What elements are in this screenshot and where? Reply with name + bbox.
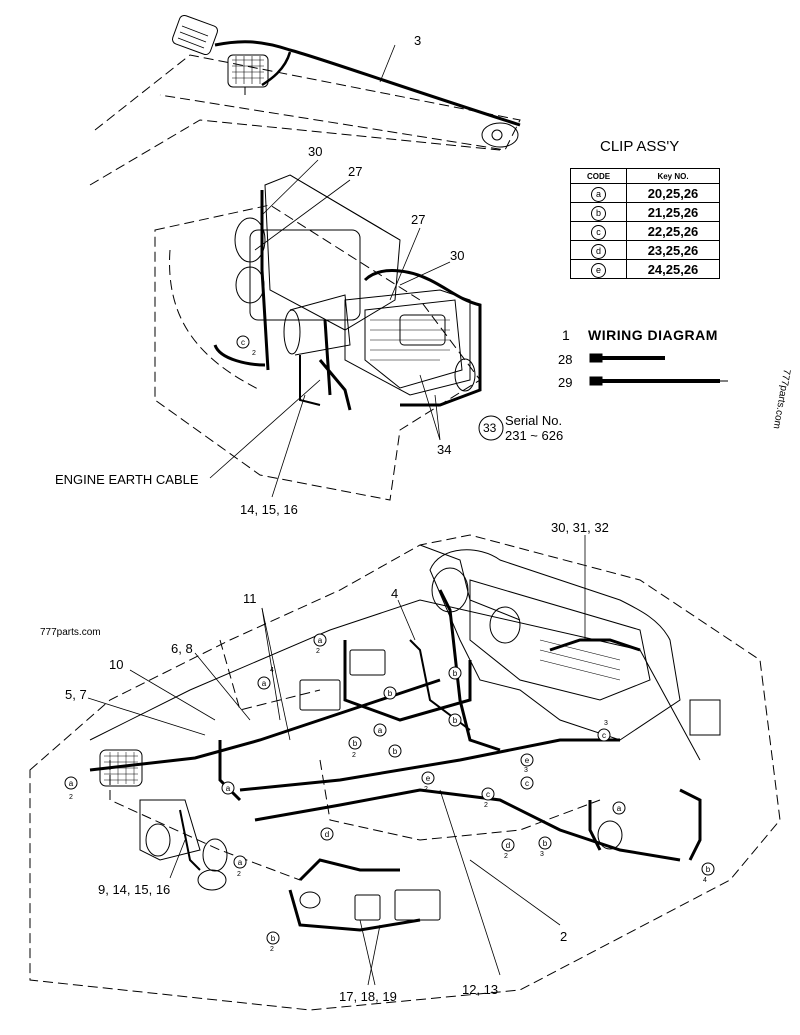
svg-text:2: 2 — [424, 786, 428, 793]
clip-table-row: b 21,25,26 — [570, 202, 720, 222]
svg-text:3: 3 — [604, 720, 608, 727]
svg-text:3: 3 — [524, 767, 528, 774]
part-label-3: 3 — [414, 33, 422, 48]
svg-text:2: 2 — [237, 871, 241, 878]
svg-text:a: a — [262, 679, 267, 688]
part-label-34: 34 — [437, 442, 452, 457]
svg-text:b: b — [453, 669, 458, 678]
clip-key-e: 24,25,26 — [626, 259, 720, 279]
svg-text:a: a — [617, 804, 622, 813]
clip-callouts — [64, 335, 715, 945]
svg-text:d: d — [506, 841, 510, 850]
part-label-28: 28 — [558, 352, 573, 367]
part-label-10: 10 — [109, 657, 124, 672]
serial-range: 231 ~ 626 — [505, 428, 564, 443]
starter-motor — [344, 289, 476, 396]
svg-text:b: b — [271, 934, 276, 943]
svg-text:a: a — [378, 726, 383, 735]
part-label-14-15-16: 14, 15, 16 — [240, 502, 298, 517]
part-label-6-8: 6, 8 — [171, 641, 193, 656]
clip-table-header: CODE Key NO. — [570, 168, 720, 184]
wiring-diagram-number: 1 — [562, 327, 570, 343]
svg-text:c: c — [525, 779, 529, 788]
part-label-30-31-32: 30, 31, 32 — [551, 520, 609, 535]
part-label-17-18-19: 17, 18, 19 — [339, 989, 397, 1004]
svg-text:2: 2 — [352, 752, 356, 759]
svg-text:a: a — [238, 858, 243, 867]
svg-text:3: 3 — [540, 851, 544, 858]
upper-structure-drawing — [29, 534, 781, 1011]
clip-key-c: 22,25,26 — [626, 221, 720, 241]
clip-table-code-header: CODE — [570, 168, 627, 184]
svg-text:e: e — [426, 774, 431, 783]
svg-text:a: a — [318, 636, 323, 645]
part-label-29: 29 — [558, 375, 573, 390]
svg-text:b: b — [453, 716, 458, 725]
clip-assy-table: CODE Key NO. a 20,25,26 b 21,25,26 c 22,… — [570, 168, 720, 279]
svg-text:c: c — [486, 790, 490, 799]
part-label-27-right: 27 — [411, 212, 426, 227]
part-label-30-upper: 30 — [308, 144, 323, 159]
svg-text:b: b — [543, 839, 548, 848]
part-label-12-13: 12, 13 — [462, 982, 499, 997]
svg-text:b: b — [353, 739, 358, 748]
work-lamp-lower — [227, 54, 269, 95]
svg-text:4: 4 — [270, 667, 274, 674]
wiring-diagram-label: WIRING DIAGRAM — [588, 327, 718, 343]
svg-text:2: 2 — [69, 794, 73, 801]
svg-text:2: 2 — [252, 350, 256, 357]
clip-table-row: a 20,25,26 — [570, 183, 720, 203]
part-label-33: 33 — [483, 421, 497, 435]
part-label-30-right: 30 — [450, 248, 465, 263]
svg-text:d: d — [325, 830, 329, 839]
svg-text:c: c — [602, 731, 606, 740]
clip-code-b: b — [591, 206, 606, 221]
part-label-27-left: 27 — [348, 164, 363, 179]
svg-text:b: b — [706, 865, 711, 874]
svg-text:b: b — [393, 747, 398, 756]
watermark-left: 777parts.com — [40, 627, 101, 638]
svg-text:4: 4 — [703, 877, 707, 884]
clip-key-a: 20,25,26 — [626, 183, 720, 203]
clip-callout-letters: a a a a a b a b b e b b c e c d b c a b d b c — [69, 338, 711, 943]
svg-text:2: 2 — [316, 648, 320, 655]
part-label-5-7: 5, 7 — [65, 687, 87, 702]
engine-earth-cable-label: ENGINE EARTH CABLE — [55, 472, 199, 487]
clip-table-row: e 24,25,26 — [570, 259, 720, 279]
clip-key-d: 23,25,26 — [626, 240, 720, 260]
clip-code-e: e — [591, 263, 606, 278]
svg-text:2: 2 — [270, 946, 274, 953]
boom-drawing — [89, 14, 521, 186]
svg-text:2: 2 — [484, 802, 488, 809]
svg-text:b: b — [388, 689, 393, 698]
part-label-9-14-15-16: 9, 14, 15, 16 — [98, 882, 171, 897]
clip-code-d: d — [591, 244, 606, 259]
svg-text:e: e — [525, 756, 530, 765]
part-label-11: 11 — [243, 591, 257, 606]
serial-callout-circle — [478, 415, 504, 441]
serial-label: Serial No. — [505, 413, 563, 428]
clip-table-row: c 22,25,26 — [570, 221, 720, 241]
clip-table-key-header: Key NO. — [626, 168, 720, 184]
svg-text:a: a — [226, 784, 231, 793]
clip-code-a: a — [591, 187, 606, 202]
svg-text:2: 2 — [504, 853, 508, 860]
clip-parts-legend — [589, 353, 728, 386]
svg-text:a: a — [69, 779, 74, 788]
clip-key-b: 21,25,26 — [626, 202, 720, 222]
clip-table-row: d 23,25,26 — [570, 240, 720, 260]
battery-box — [299, 679, 341, 711]
clip-assy-title: CLIP ASS'Y — [600, 138, 680, 155]
svg-text:c: c — [241, 338, 245, 347]
engine-drawing — [154, 159, 482, 501]
work-lamp-upper — [171, 14, 219, 56]
part-label-2: 2 — [560, 929, 568, 944]
part-label-4: 4 — [391, 586, 399, 601]
clip-code-c: c — [591, 225, 606, 240]
